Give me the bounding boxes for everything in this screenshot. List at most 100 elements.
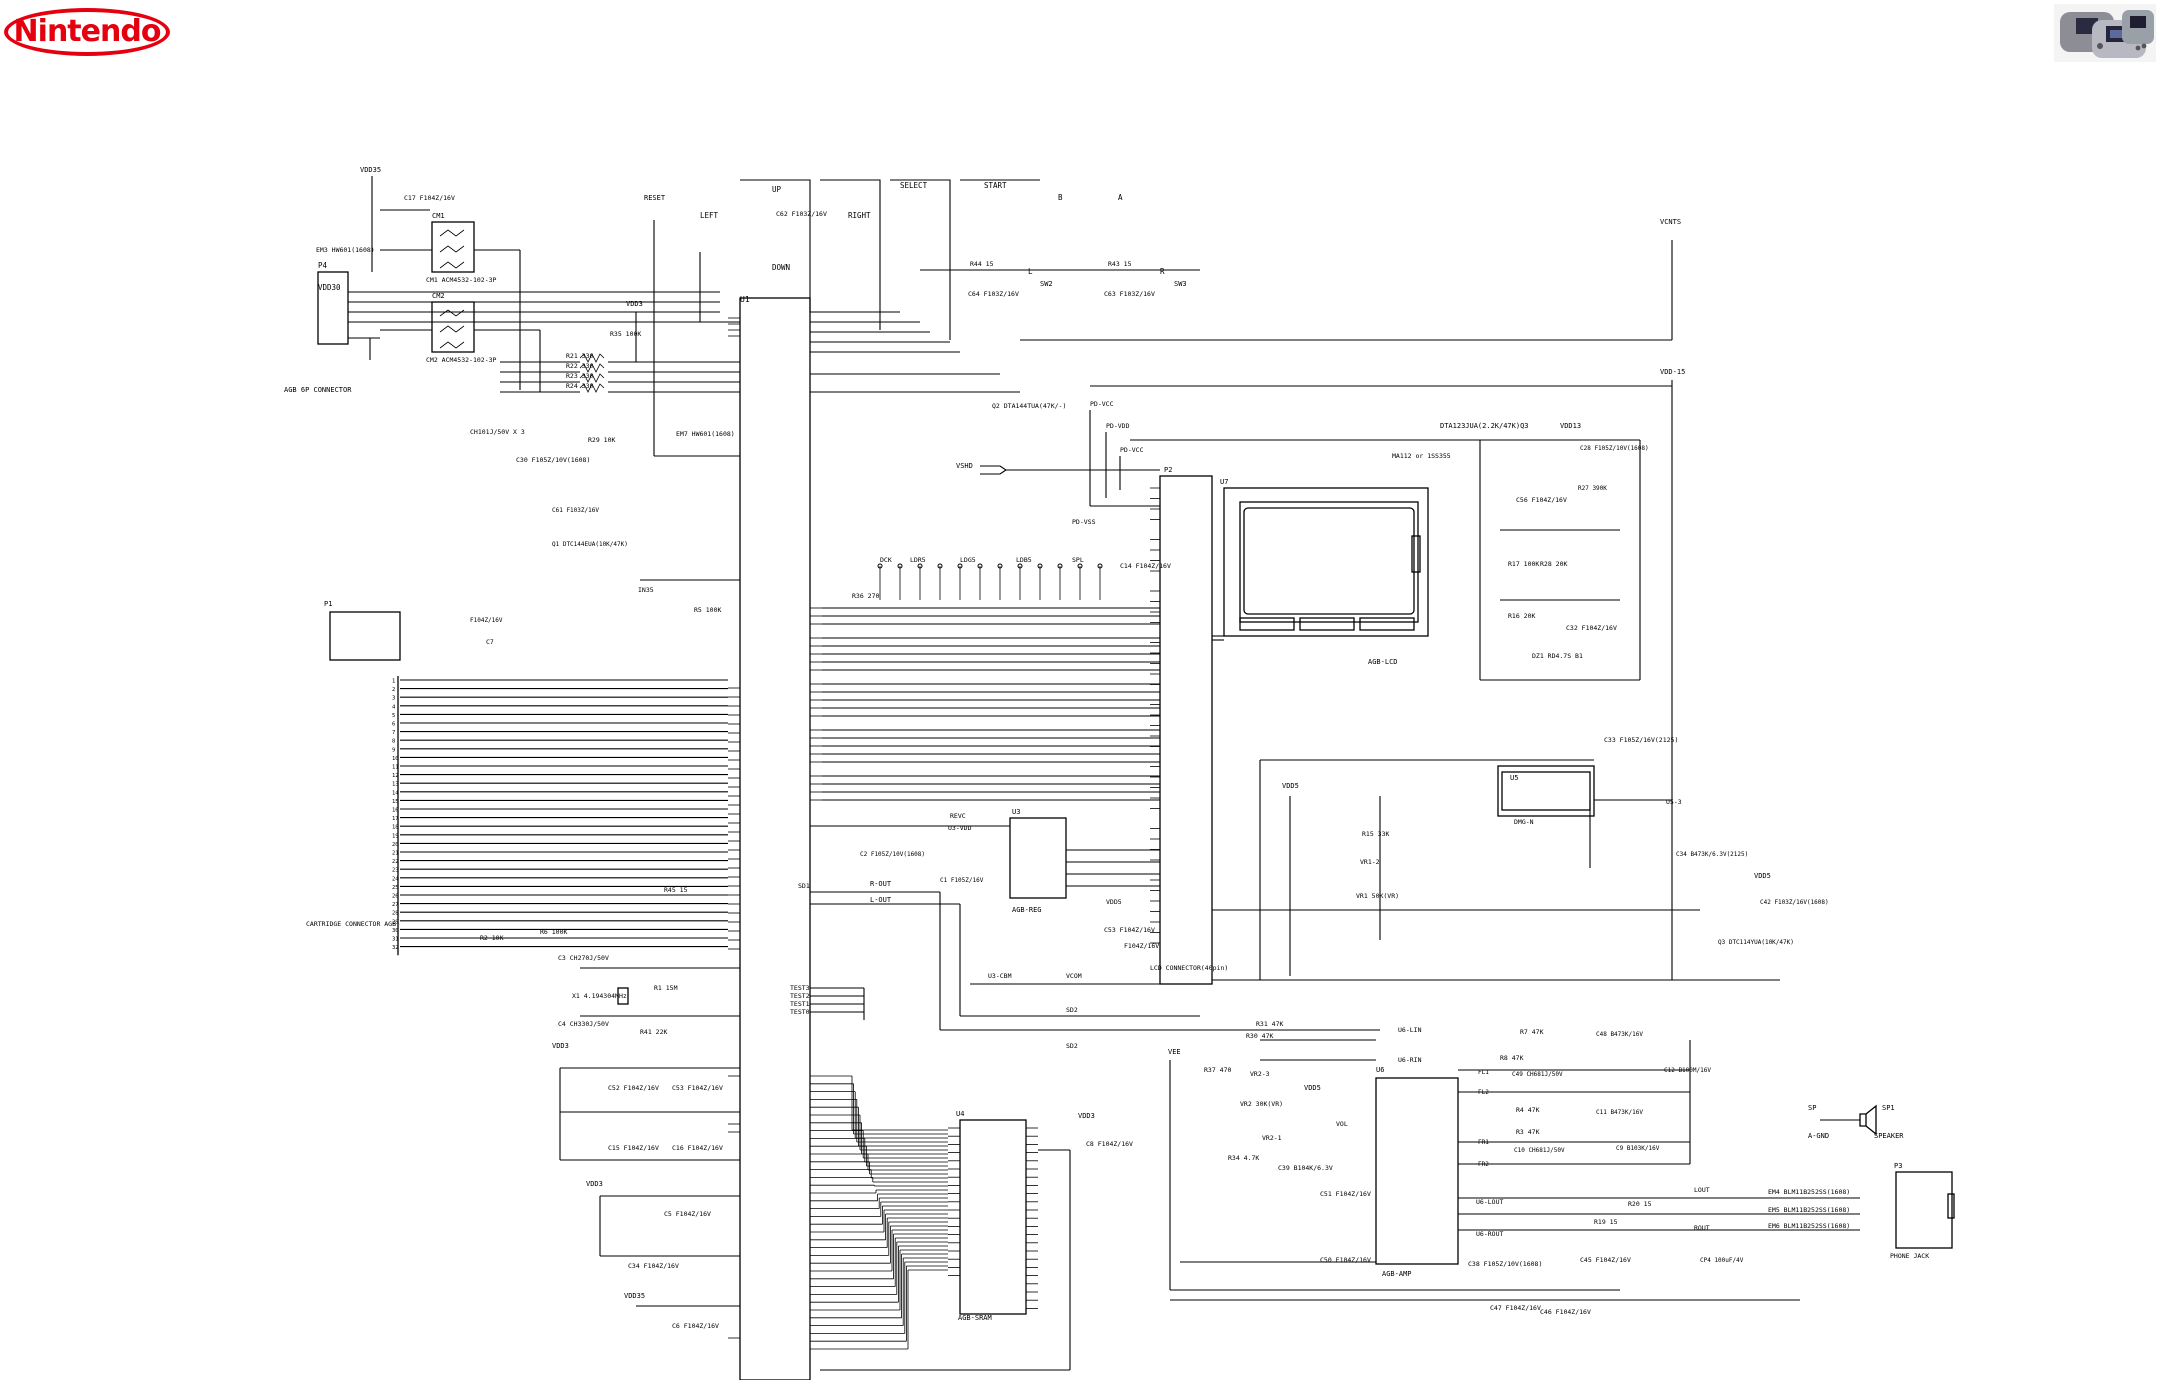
svg-text:R37 470: R37 470: [1204, 1066, 1231, 1074]
svg-text:C63 F103Z/16V: C63 F103Z/16V: [1104, 290, 1155, 298]
svg-text:MA112 or 1SS355: MA112 or 1SS355: [1392, 452, 1451, 460]
svg-text:TEST1: TEST1: [790, 1000, 810, 1008]
u1-ref: U1: [740, 295, 750, 304]
svg-text:R31 47K: R31 47K: [1256, 1020, 1283, 1028]
svg-text:VDD13: VDD13: [1560, 422, 1581, 430]
u1-left-pins: [728, 317, 740, 1339]
svg-text:R8 47K: R8 47K: [1500, 1054, 1524, 1062]
test-point: [1097, 563, 1103, 569]
test-point: [977, 563, 983, 569]
svg-text:C39 B104K/6.3V: C39 B104K/6.3V: [1278, 1164, 1333, 1172]
svg-text:R20 15: R20 15: [1628, 1200, 1652, 1208]
svg-text:SW3: SW3: [1174, 280, 1187, 288]
svg-text:VDD5: VDD5: [1282, 782, 1299, 790]
svg-text:L: L: [1028, 267, 1033, 276]
svg-text:C53 F104Z/16V: C53 F104Z/16V: [1104, 926, 1155, 934]
svg-text:R16 20K: R16 20K: [1508, 612, 1535, 620]
svg-text:VCNTS: VCNTS: [1660, 218, 1681, 226]
svg-text:C34 B473K/6.3V(2125): C34 B473K/6.3V(2125): [1676, 851, 1748, 858]
r21-r24-resistors: R21 330 R22 330 R23 330 R24 330: [500, 352, 740, 393]
svg-text:RIGHT: RIGHT: [848, 211, 871, 220]
cart-pins: 1234567891011121314151617181920212223242…: [392, 676, 728, 956]
svg-text:EM7 HW601(1608): EM7 HW601(1608): [676, 430, 735, 438]
svg-text:U5: U5: [1510, 774, 1518, 782]
cart-pin-number: 31: [392, 937, 399, 943]
speaker-section: SP SP1 A-GND SPEAKER: [1808, 1104, 1904, 1140]
crystal-oscillator: C3 CH270J/50V X1 4.194304MHz R1 15M C4 C…: [558, 954, 740, 1036]
svg-text:PD-VDD: PD-VDD: [1106, 422, 1130, 430]
u1-right-pins: [810, 311, 822, 1013]
cm2-choke: CM2 CM2 ACM4532-102-3P: [426, 292, 497, 364]
svg-text:U7: U7: [1220, 478, 1228, 486]
svg-text:C53 F104Z/16V: C53 F104Z/16V: [672, 1084, 723, 1092]
svg-text:R43 15: R43 15: [1108, 260, 1132, 268]
svg-text:R17 100K: R17 100K: [1508, 560, 1539, 568]
svg-text:Q3 DTC114YUA(10K/47K): Q3 DTC114YUA(10K/47K): [1718, 939, 1794, 946]
cart-pin-number: 16: [392, 808, 399, 814]
svg-text:U5-3: U5-3: [1666, 798, 1682, 806]
svg-text:VDD3: VDD3: [552, 1042, 569, 1050]
sram-pins: [948, 1127, 1038, 1309]
test-point: [937, 563, 943, 569]
test-point: [877, 563, 883, 569]
svg-text:B: B: [1058, 193, 1063, 202]
svg-text:U6-LOUT: U6-LOUT: [1476, 1198, 1503, 1206]
svg-text:C42 F103Z/16V(1608): C42 F103Z/16V(1608): [1760, 899, 1829, 906]
svg-text:C34 F104Z/16V: C34 F104Z/16V: [628, 1262, 679, 1270]
svg-text:U6-ROUT: U6-ROUT: [1476, 1230, 1503, 1238]
nintendo-logo: Nintendo: [4, 8, 176, 62]
svg-text:R5 100K: R5 100K: [694, 606, 721, 614]
cart-pin-number: 14: [392, 790, 399, 796]
svg-text:VDD5: VDD5: [1106, 898, 1122, 906]
svg-text:PD-VSS: PD-VSS: [1072, 518, 1096, 526]
svg-text:R6 100K: R6 100K: [540, 928, 567, 936]
svg-text:VDD3: VDD3: [626, 300, 643, 308]
cart-pin-number: 3: [392, 696, 395, 702]
bypass-caps: VDD3 C52 F104Z/16V C53 F104Z/16V C15 F10…: [552, 1042, 740, 1330]
svg-text:R15 33K: R15 33K: [1362, 830, 1389, 838]
svg-text:X1 4.194304MHz: X1 4.194304MHz: [572, 992, 627, 1000]
gba-photo-svg: [2054, 4, 2156, 62]
test-point: [897, 563, 903, 569]
svg-text:PD-VCC: PD-VCC: [1120, 446, 1144, 454]
svg-text:C17 F104Z/16V: C17 F104Z/16V: [404, 194, 455, 202]
svg-text:START: START: [984, 181, 1007, 190]
svg-text:SP1: SP1: [1882, 1104, 1895, 1112]
svg-text:C32 F104Z/16V: C32 F104Z/16V: [1566, 624, 1617, 632]
test-point: [1077, 563, 1083, 569]
svg-text:C56 F104Z/16V: C56 F104Z/16V: [1516, 496, 1567, 504]
svg-text:DOWN: DOWN: [772, 263, 790, 272]
svg-text:C3 CH270J/50V: C3 CH270J/50V: [558, 954, 609, 962]
p4-label: AGB 6P CONNECTOR: [284, 386, 352, 394]
svg-text:FL1: FL1: [1478, 1069, 1489, 1076]
cart-pin-number: 8: [392, 739, 395, 745]
svg-text:P3: P3: [1894, 1162, 1902, 1170]
svg-text:C52 F104Z/16V: C52 F104Z/16V: [608, 1084, 659, 1092]
cart-pin-number: 5: [392, 713, 395, 719]
svg-text:VR1-2: VR1-2: [1360, 858, 1380, 866]
svg-text:EM6 BLM11B252SS(1608): EM6 BLM11B252SS(1608): [1768, 1222, 1850, 1230]
svg-text:VR2-3: VR2-3: [1250, 1070, 1270, 1078]
amp-filters: R7 47K R8 47K C48 B473K/16V C12 B100M/16…: [1458, 1028, 1711, 1168]
test-point: [957, 563, 963, 569]
svg-text:C33 F105Z/16V(2125): C33 F105Z/16V(2125): [1604, 736, 1678, 744]
svg-text:TEST2: TEST2: [790, 992, 810, 1000]
svg-text:C64 F103Z/16V: C64 F103Z/16V: [968, 290, 1019, 298]
svg-text:VCOM: VCOM: [1066, 972, 1082, 980]
cart-pin-number: 7: [392, 730, 395, 736]
u5-dmg-n: U5 DMG-N: [1497, 765, 1595, 826]
svg-text:C5 F104Z/16V: C5 F104Z/16V: [664, 1210, 711, 1218]
test-point: [1037, 563, 1043, 569]
svg-text:R44 15: R44 15: [970, 260, 994, 268]
test-point: [997, 563, 1003, 569]
cart-pin-number: 24: [392, 876, 399, 882]
cart-pin-number: 19: [392, 833, 399, 839]
svg-text:C6 F104Z/16V: C6 F104Z/16V: [672, 1322, 719, 1330]
svg-text:R19 15: R19 15: [1594, 1218, 1618, 1226]
svg-text:U4: U4: [956, 1110, 964, 1118]
cm1-choke: CM1 CM1 ACM4532-102-3P: [426, 212, 497, 284]
svg-text:DZ1 RD4.7S B1: DZ1 RD4.7S B1: [1532, 652, 1583, 660]
p2-lcd-connector: P2 LCD CONNECTOR(40pin): [1150, 466, 1228, 985]
cart-pin-number: 15: [392, 799, 399, 805]
gameboy-advance-photo-icon: [2052, 2, 2158, 64]
